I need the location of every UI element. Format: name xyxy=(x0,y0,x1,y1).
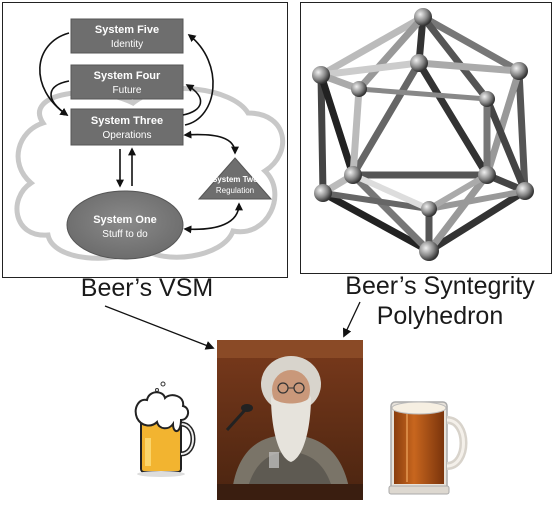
system-two-triangle: System Two Regulation xyxy=(197,157,273,200)
icosahedron-image xyxy=(312,8,534,261)
arrow-vsm-to-photo xyxy=(104,305,215,350)
polyhedron-nodes xyxy=(312,8,534,261)
polyhedron-panel xyxy=(300,2,552,274)
system-three-subtitle: Operations xyxy=(103,130,152,141)
system-four-subtitle: Future xyxy=(113,85,142,96)
caption-beers-vsm: Beer’s VSM xyxy=(80,274,214,302)
system-one-subtitle: Stuff to do xyxy=(102,229,148,240)
system-five-box: System Five Identity xyxy=(70,18,184,54)
caption-beers-syntegrity-polyhedron: Beer’s Syntegrity Polyhedron xyxy=(340,271,540,331)
caption-poly-line1: Beer’s Syntegrity xyxy=(345,272,535,300)
beer-mug-cartoon-icon xyxy=(134,381,196,477)
system-five-title: System Five xyxy=(95,24,159,36)
system-two-title: System Two xyxy=(212,175,258,184)
vsm-diagram: System Five Identity System Four Future … xyxy=(14,18,286,261)
caption-poly-line2: Polyhedron xyxy=(376,302,504,330)
bearded-man-photo xyxy=(217,340,363,500)
system-one-title: System One xyxy=(93,214,157,226)
system-three-title: System Three xyxy=(91,115,163,127)
system-three-box: System Three Operations xyxy=(70,108,184,146)
system-one-ellipse: System One Stuff to do xyxy=(66,190,184,260)
vsm-arrows xyxy=(39,32,243,234)
system-five-subtitle: Identity xyxy=(111,39,143,50)
polyhedron-struts xyxy=(317,13,529,255)
system-two-subtitle: Regulation xyxy=(216,186,254,195)
system-four-box: System Four Future xyxy=(70,64,184,100)
vsm-diagram-panel: System Five Identity System Four Future … xyxy=(2,2,288,278)
system-four-title: System Four xyxy=(94,70,161,82)
beer-mug-photo-icon xyxy=(388,401,468,495)
